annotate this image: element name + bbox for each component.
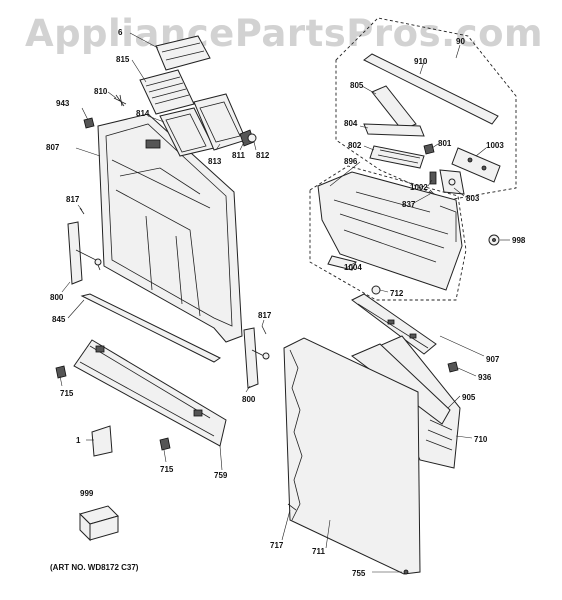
screw-943 [83, 117, 95, 129]
callout-910: 910 [414, 57, 428, 66]
bracket-804 [363, 123, 425, 137]
instruction-sheet-1 [91, 425, 113, 457]
inner-door-panel-807 [97, 113, 243, 343]
board-1003 [451, 147, 501, 183]
button-712 [371, 285, 381, 295]
callout-711: 711 [312, 547, 325, 556]
callout-755: 755 [352, 569, 366, 578]
screw-998 [488, 234, 500, 246]
callout-999: 999 [80, 489, 94, 498]
callout-715-right: 715 [160, 465, 174, 474]
callout-943: 943 [56, 99, 70, 108]
switch-1002 [429, 171, 437, 185]
callout-801: 801 [438, 139, 452, 148]
bracket-910 [363, 53, 499, 125]
callout-998: 998 [512, 236, 526, 245]
callout-807: 807 [46, 143, 60, 152]
callout-1002: 1002 [410, 183, 428, 192]
callout-936: 936 [478, 373, 492, 382]
screw-715-right [159, 437, 171, 451]
screw-936 [447, 361, 459, 373]
hinge-800-left [67, 221, 102, 285]
outer-door-panel-711 [283, 337, 421, 575]
callout-811: 811 [232, 151, 245, 160]
callout-907: 907 [486, 355, 500, 364]
callout-803: 803 [466, 194, 480, 203]
callout-805: 805 [350, 81, 364, 90]
callout-812: 812 [256, 151, 270, 160]
callout-90: 90 [456, 37, 465, 46]
control-board-907 [351, 293, 437, 355]
callout-800-left: 800 [50, 293, 64, 302]
package-999 [79, 505, 119, 542]
callout-905: 905 [462, 393, 476, 402]
callout-813: 813 [208, 157, 222, 166]
spring-810 [113, 94, 127, 107]
callout-1003: 1003 [486, 141, 504, 150]
callout-802: 802 [348, 141, 362, 150]
spring-817-left [79, 207, 85, 215]
callout-1004: 1004 [344, 263, 362, 272]
callout-837: 837 [402, 200, 416, 209]
trim-717 [287, 503, 297, 511]
bottom-trim-759 [73, 339, 227, 447]
callout-815: 815 [116, 55, 130, 64]
art-number: (ART NO. WD8172 C37) [50, 563, 139, 572]
callout-labels: 6 815 810 943 814 807 811 812 813 817 80… [46, 28, 526, 578]
callout-814: 814 [136, 109, 150, 118]
callout-717: 717 [270, 541, 284, 550]
vent-grille-815 [139, 69, 195, 115]
switch-801 [423, 143, 435, 155]
pad-802 [369, 145, 425, 169]
callout-712: 712 [390, 289, 404, 298]
callout-817-left: 817 [66, 195, 80, 204]
handle-trim-6 [155, 35, 211, 71]
latch-803 [439, 169, 465, 195]
screw-715-left [55, 365, 67, 379]
callout-804: 804 [344, 119, 358, 128]
callout-800-right: 800 [242, 395, 256, 404]
callout-715-left: 715 [60, 389, 74, 398]
callout-710: 710 [474, 435, 488, 444]
callout-6: 6 [118, 28, 123, 37]
callout-896: 896 [344, 157, 358, 166]
assembly-boundary-90 [335, 17, 517, 201]
assembly-boundary-896 [309, 165, 467, 301]
spring-817-right [261, 325, 267, 335]
callout-810: 810 [94, 87, 108, 96]
leader-lines [59, 32, 510, 573]
callout-1: 1 [76, 436, 81, 445]
hinge-800-right [243, 327, 270, 389]
callout-845: 845 [52, 315, 66, 324]
control-console-896 [317, 171, 463, 291]
callout-817-right: 817 [258, 311, 272, 320]
bracket-805 [371, 85, 417, 131]
screw-812 [247, 133, 257, 143]
screw-755 [403, 569, 409, 575]
callout-759: 759 [214, 471, 228, 480]
strip-845 [80, 293, 221, 363]
